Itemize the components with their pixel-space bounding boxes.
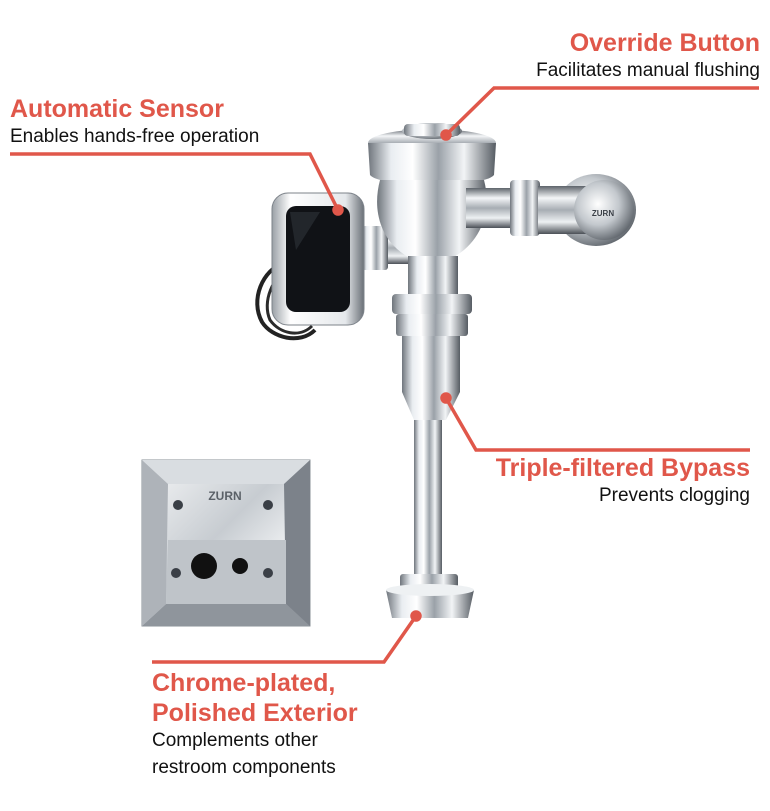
exterior-leader	[152, 615, 418, 664]
sensor-desc: Enables hands-free operation	[10, 126, 260, 147]
exterior-title-line2: Polished Exterior	[152, 699, 358, 727]
exterior-desc-line1: Complements other	[152, 730, 318, 751]
bypass-desc: Prevents clogging	[598, 485, 750, 506]
override-leader	[444, 86, 759, 137]
bypass-leader	[444, 397, 750, 452]
valve-logo: ZURN	[592, 209, 614, 218]
plate-logo: ZURN	[208, 489, 241, 503]
exterior-desc-line2: restroom components	[152, 757, 336, 778]
override-title: Override Button	[569, 29, 760, 57]
sensor-cable	[255, 260, 317, 341]
plate-indicator	[232, 558, 248, 574]
automatic-sensor	[271, 192, 365, 326]
override-desc: Facilitates manual flushing	[536, 60, 760, 81]
exterior-title-line1: Chrome-plated,	[152, 669, 336, 697]
flush-valve: ZURN	[255, 123, 636, 618]
leader-lines	[10, 86, 759, 664]
bypass-title: Triple-filtered Bypass	[495, 454, 750, 482]
plate-sensor-window	[191, 553, 217, 579]
sensor-leader	[10, 152, 340, 211]
wall-plate: ZURN	[141, 459, 311, 627]
sensor-title: Automatic Sensor	[10, 95, 224, 123]
